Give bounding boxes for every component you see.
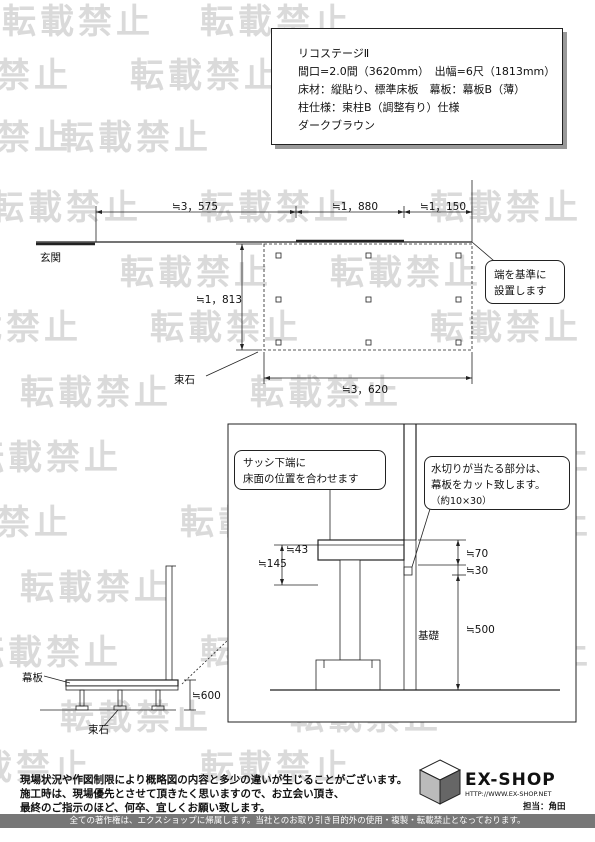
- dimension-600: ≒600: [192, 690, 221, 702]
- callout-sash: サッシ下端に 床面の位置を合わせます: [234, 450, 386, 490]
- ex-shop-logo-icon: [418, 759, 462, 805]
- note-line2: 施工時は、現場優先とさせて頂きたく思いますので、お立会い頂き、: [20, 788, 345, 800]
- dimension-width: ≒3，620: [342, 384, 389, 396]
- dimension-145: ≒145: [258, 558, 287, 570]
- spec-post: 柱仕様：束柱B（調整有り）仕様: [298, 101, 460, 114]
- dimension-top-a: ≒3，575: [172, 201, 219, 213]
- callout-drip-cut-line1: 水切りが当たる部分は、: [431, 463, 547, 475]
- dimension-70: ≒70: [466, 548, 489, 560]
- callout-reference-edge-line1: 端を基準に: [494, 269, 547, 281]
- post-markers: [275, 252, 462, 346]
- side-view: [40, 565, 196, 727]
- spec-materials: 床材：縦貼り、標準床板 幕板：幕板B（薄）: [298, 83, 526, 96]
- label-fascia: 幕板: [22, 672, 43, 684]
- deck-plan: [263, 243, 473, 351]
- callout-drip-cut-line2: 幕板をカット致します。: [431, 479, 546, 491]
- callout-drip-cut: 水切りが当たる部分は、 幕板をカット致します。 （約10×30）: [424, 456, 570, 510]
- dimension-top-b: ≒1，880: [332, 201, 379, 213]
- dimension-depth: ≒1，813: [196, 294, 243, 306]
- spec-size: 間口=2.0間（3620mm） 出幅=6尺（1813mm）: [298, 65, 556, 78]
- label-post-stone-plan: 束石: [174, 374, 195, 386]
- label-entrance: 玄関: [40, 252, 61, 264]
- dimension-500: ≒500: [466, 624, 495, 636]
- callout-reference-edge-line2: 設置します: [494, 285, 547, 297]
- spec-box: リコステージⅡ 間口=2.0間（3620mm） 出幅=6尺（1813mm） 床材…: [271, 28, 563, 145]
- spec-color: ダークブラウン: [298, 119, 375, 132]
- copyright-footer: 全ての著作権は、エクスショップに帰属します。当社とのお取り引き目的外の使用・複製…: [0, 814, 595, 828]
- dimension-43: ≒43: [286, 544, 309, 556]
- brand-name: EX-SHOP: [465, 770, 556, 790]
- label-post-stone-side: 束石: [88, 724, 109, 736]
- callout-sash-line1: サッシ下端に: [243, 457, 306, 469]
- note-line1: 現場状況や作図制限により概略図の内容と多少の違いが生じることがございます。: [20, 774, 408, 786]
- staff-name: 担当：角田: [523, 802, 566, 812]
- spec-product-name: リコステージⅡ: [298, 47, 370, 60]
- callout-reference-edge: 端を基準に 設置します: [485, 260, 565, 304]
- brand-url: HTTP://WWW.EX-SHOP.NET: [465, 790, 552, 798]
- callout-sash-line2: 床面の位置を合わせます: [243, 473, 359, 485]
- dimension-top-c: ≒1，150: [420, 201, 467, 213]
- note-line3: 最終のご指示のほど、何卒、宜しくお願い致します。: [20, 802, 271, 814]
- callout-drip-cut-line3: （約10×30）: [431, 496, 492, 507]
- dimension-30: ≒30: [466, 565, 489, 577]
- label-foundation: 基礎: [418, 630, 439, 642]
